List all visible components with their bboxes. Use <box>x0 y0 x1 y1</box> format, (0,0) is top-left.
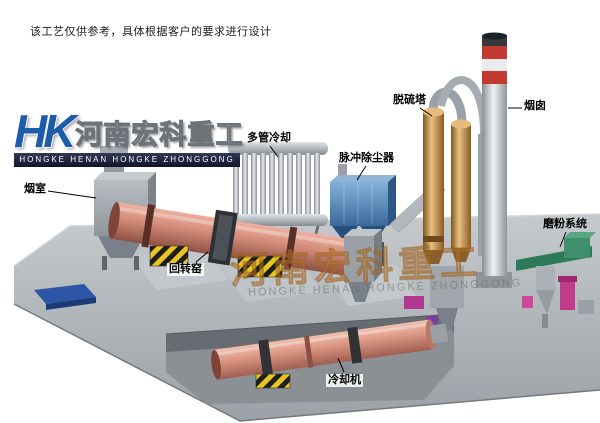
logo-company-name-en: HONGKE HENAN HONGKE ZHONGGONG <box>14 153 240 168</box>
grinding-cyclone-pipe <box>542 314 548 328</box>
label-grinding-system: 磨粉系统 <box>543 218 587 230</box>
transfer-body <box>430 266 464 308</box>
chimney <box>476 32 512 288</box>
tower-2-cone <box>451 248 471 262</box>
desulfurization-towers <box>423 76 488 264</box>
label-rotary-kiln: 回转窑 <box>167 263 204 276</box>
grinding-mill-column <box>560 282 575 310</box>
dust-collector-top <box>330 175 396 182</box>
grinding-fan-box <box>564 238 590 258</box>
cooler-tube <box>314 153 320 217</box>
trench-edge <box>165 313 455 335</box>
tower-1-band <box>423 236 444 242</box>
leader-grinding <box>559 231 567 248</box>
smoke-chamber-top <box>94 172 156 180</box>
cooler-tube <box>278 153 284 217</box>
label-chimney: 烟囱 <box>524 100 546 112</box>
hood-side <box>374 229 382 282</box>
grinding-mill-cap <box>558 276 577 282</box>
chimney-mouth <box>482 32 507 40</box>
cooler-tube <box>260 153 266 217</box>
leader-cooling-machine <box>337 357 345 373</box>
burner-aux <box>426 316 438 326</box>
cooler-tube <box>305 153 311 217</box>
cooler-tyre-ring <box>258 339 274 377</box>
cooling-machine-support <box>255 373 291 389</box>
kiln-tyre-ring <box>283 226 298 271</box>
cooler-end-cap <box>211 349 221 380</box>
grinding-fan-top <box>564 232 596 238</box>
blue-pallet <box>34 284 96 310</box>
label-pulse-dust-collector: 脉冲除尘器 <box>339 152 394 164</box>
tower-1-cap <box>423 107 444 117</box>
kiln-supports <box>149 245 283 278</box>
cooler-tube <box>296 153 302 217</box>
grinding-aux-box <box>578 300 594 314</box>
dust-collector-side <box>388 175 396 226</box>
hazard-support-block <box>237 255 283 278</box>
smoke-chamber-elbow <box>100 146 128 154</box>
hood-body <box>344 236 374 282</box>
platform-front-edge <box>13 303 600 422</box>
cooling-machine <box>211 319 449 380</box>
cooler-tyre-ring <box>347 326 363 364</box>
cooler-ring <box>303 335 314 368</box>
grinding-feeder <box>522 296 533 308</box>
logo-monogram: HK <box>14 105 76 157</box>
cooler-tube <box>269 153 275 217</box>
leader-lines <box>47 107 567 373</box>
pallet-side <box>46 297 96 310</box>
smoke-chamber-leg <box>134 256 139 270</box>
grinding-cyclone-cone <box>536 290 555 314</box>
leader-kiln <box>195 251 209 263</box>
burner-unit <box>404 296 424 309</box>
cooler-top-manifold <box>228 142 328 155</box>
company-logo: HK 河南宏科重工 HONGKE HENAN HONGKE ZHONGGONG <box>14 105 244 168</box>
label-smoke-chamber: 烟室 <box>24 183 46 195</box>
kiln-end-cap <box>108 202 120 239</box>
leader-dust-collector <box>356 165 367 181</box>
cooler-tube <box>251 153 257 217</box>
label-desulfurization-tower: 脱硫塔 <box>393 94 426 106</box>
leader-tower <box>419 107 433 117</box>
chimney-red-band <box>482 46 507 59</box>
chimney-top-band <box>482 36 507 46</box>
label-multi-tube-cooler: 多管冷却 <box>247 132 291 144</box>
logo-row: HK 河南宏科重工 <box>14 105 244 157</box>
smoke-chamber-leg <box>102 256 107 270</box>
desulfurization-tower-2 <box>451 124 471 248</box>
grinding-system <box>516 232 596 328</box>
cooler-bottom-manifold <box>228 214 328 226</box>
dust-collector-stack <box>338 164 347 178</box>
kiln-girth-gear <box>212 214 234 261</box>
multi-tube-cooler <box>228 142 328 263</box>
hood-top <box>344 229 382 236</box>
cooler-head-stub <box>429 323 449 344</box>
hood-hopper <box>348 282 372 302</box>
tower-2-cap <box>451 119 471 129</box>
dust-collector-body <box>330 182 388 226</box>
tower-1-cone <box>423 250 444 264</box>
chimney-white-band <box>482 59 507 71</box>
leader-multi-tube-cooler <box>269 145 279 158</box>
chimney-red-band <box>482 71 507 84</box>
cooler-tube <box>233 153 239 217</box>
logo-company-name-cn: 河南宏科重工 <box>75 120 244 151</box>
cooler-tube <box>242 153 248 217</box>
kiln-tyre-ring <box>141 204 155 248</box>
cooler-tube <box>287 153 293 217</box>
desulfurization-tower-1 <box>423 112 444 250</box>
pallet-top <box>34 284 96 304</box>
trench-back-wall <box>166 314 454 352</box>
leader-smoke-chamber <box>47 190 97 199</box>
kiln-head-hood <box>344 229 382 302</box>
grinding-cyclone-body <box>536 266 555 290</box>
label-cooling-machine: 冷却机 <box>326 374 363 387</box>
rotary-kiln <box>108 202 352 276</box>
disclaimer-text: 该工艺仅供参考，具体根据客户的要求进行设计 <box>30 26 272 38</box>
